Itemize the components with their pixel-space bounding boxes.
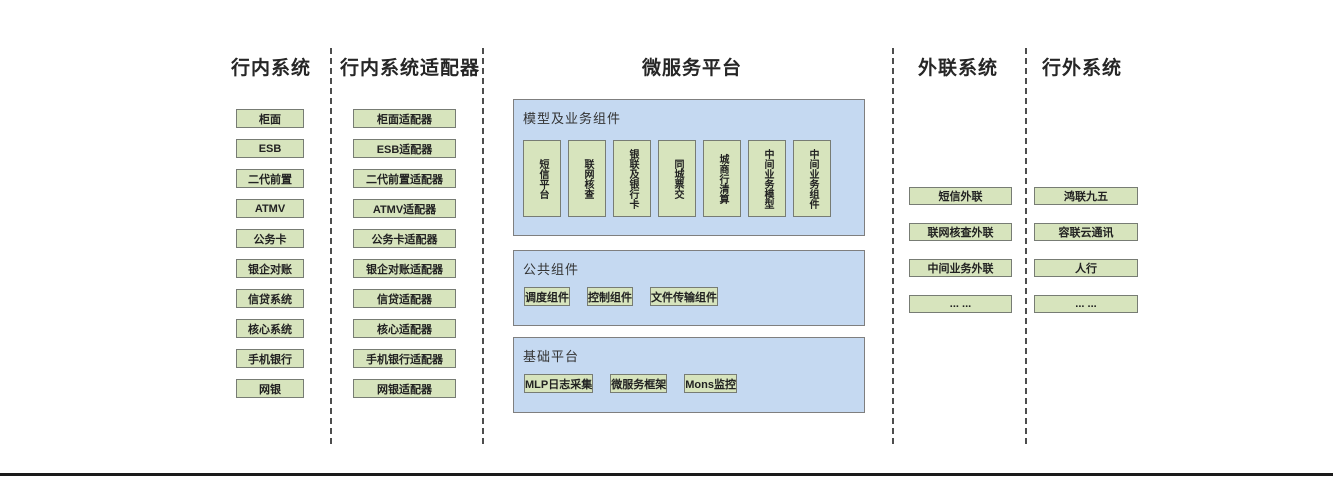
component-box: 城商行清算 <box>703 140 741 217</box>
component-box: 微服务框架 <box>610 374 668 393</box>
system-box: 短信外联 <box>909 187 1012 205</box>
system-box: 容联云通讯 <box>1034 223 1138 241</box>
adapter-box: 公务卡适配器 <box>353 229 456 248</box>
adapter-box: 手机银行适配器 <box>353 349 456 368</box>
system-box: 公务卡 <box>236 229 304 248</box>
component-box: 银联及银行卡 <box>613 140 651 217</box>
system-box: ESB <box>236 139 304 158</box>
component-box: 文件传输组件 <box>650 287 718 306</box>
system-box: 二代前置 <box>236 169 304 188</box>
system-box: ... ... <box>909 295 1012 313</box>
column-title-microservice-platform: 微服务平台 <box>641 58 742 79</box>
component-box: 同城票交 <box>658 140 696 217</box>
panel-common-components: 公共组件 调度组件 控制组件 文件传输组件 <box>513 250 865 326</box>
system-box: 联网核查外联 <box>909 223 1012 241</box>
system-box: ATMV <box>236 199 304 218</box>
column-separator <box>1025 48 1027 444</box>
panel-model-business-components: 模型及业务组件 短信平台 联网核查 银联及银行卡 同城票交 城商行清算 中间业务… <box>513 99 865 236</box>
system-box: ... ... <box>1034 295 1138 313</box>
system-box: 网银 <box>236 379 304 398</box>
component-box: 联网核查 <box>568 140 606 217</box>
column-separator <box>892 48 894 444</box>
system-box: 手机银行 <box>236 349 304 368</box>
column-separator <box>482 48 484 444</box>
component-box: 中间业务组件 <box>793 140 831 217</box>
column-title-internal-system-adapters: 行内系统适配器 <box>339 58 480 79</box>
adapter-box: 核心适配器 <box>353 319 456 338</box>
system-box: 信贷系统 <box>236 289 304 308</box>
component-box: MLP日志采集 <box>524 374 594 393</box>
adapter-box: 信贷适配器 <box>353 289 456 308</box>
system-box: 鸿联九五 <box>1034 187 1138 205</box>
adapter-box: 柜面适配器 <box>353 109 456 128</box>
model-components-row: 短信平台 联网核查 银联及银行卡 同城票交 城商行清算 中间业务模型 中间业务组… <box>523 140 831 217</box>
system-box: 核心系统 <box>236 319 304 338</box>
column-separator <box>330 48 332 444</box>
internal-systems-list: 柜面 ESB 二代前置 ATMV 公务卡 银企对账 信贷系统 核心系统 手机银行… <box>236 109 304 398</box>
panel-base-platform: 基础平台 MLP日志采集 微服务框架 Mons监控 <box>513 337 865 413</box>
component-box: Mons监控 <box>684 374 737 393</box>
column-title-external-link-systems: 外联系统 <box>917 58 998 79</box>
common-components-row: 调度组件 控制组件 文件传输组件 <box>524 287 718 306</box>
internal-system-adapters-list: 柜面适配器 ESB适配器 二代前置适配器 ATMV适配器 公务卡适配器 银企对账… <box>353 109 456 398</box>
component-box: 短信平台 <box>523 140 561 217</box>
system-box: 中间业务外联 <box>909 259 1012 277</box>
system-box: 柜面 <box>236 109 304 128</box>
adapter-box: 二代前置适配器 <box>353 169 456 188</box>
adapter-box: ATMV适配器 <box>353 199 456 218</box>
system-box: 人行 <box>1034 259 1138 277</box>
panel-label: 模型及业务组件 <box>523 111 622 126</box>
component-box: 调度组件 <box>524 287 570 306</box>
component-box: 中间业务模型 <box>748 140 786 217</box>
bottom-divider <box>0 473 1333 476</box>
component-box: 控制组件 <box>587 287 633 306</box>
adapter-box: 网银适配器 <box>353 379 456 398</box>
adapter-box: ESB适配器 <box>353 139 456 158</box>
base-platform-row: MLP日志采集 微服务框架 Mons监控 <box>524 374 737 393</box>
system-box: 银企对账 <box>236 259 304 278</box>
adapter-box: 银企对账适配器 <box>353 259 456 278</box>
column-title-outside-bank-systems: 行外系统 <box>1041 58 1122 79</box>
panel-label: 公共组件 <box>523 262 580 277</box>
outside-bank-systems-list: 鸿联九五 容联云通讯 人行 ... ... <box>1034 187 1138 313</box>
column-title-internal-systems: 行内系统 <box>230 58 311 79</box>
external-link-systems-list: 短信外联 联网核查外联 中间业务外联 ... ... <box>909 187 1012 313</box>
panel-label: 基础平台 <box>523 349 580 364</box>
